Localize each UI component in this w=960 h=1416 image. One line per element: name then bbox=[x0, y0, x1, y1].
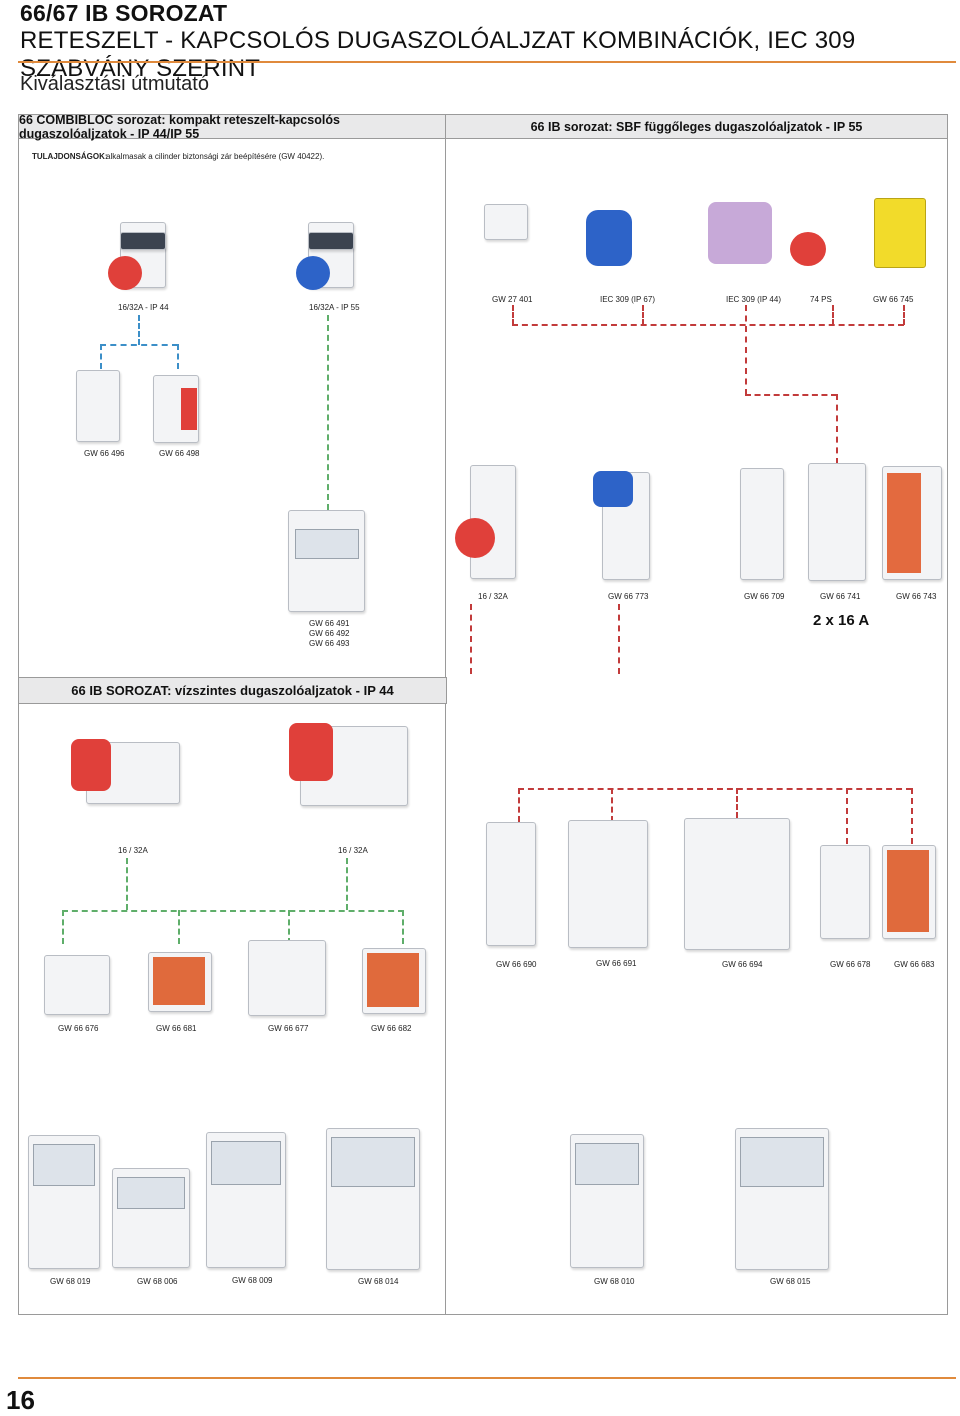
enclosure-code-3: GW 66 493 bbox=[309, 639, 350, 648]
header-rule bbox=[18, 61, 956, 63]
column-divider bbox=[445, 114, 446, 1314]
enclosure-code-1: GW 66 491 bbox=[309, 619, 350, 628]
gw27401-image bbox=[484, 204, 528, 240]
panel-5-label: GW 68 010 bbox=[594, 1277, 635, 1286]
socket-ip44-image bbox=[108, 222, 166, 294]
gw66677-image bbox=[248, 940, 326, 1016]
gw66709-image bbox=[740, 468, 784, 580]
right-box-3-label: GW 66 694 bbox=[722, 960, 763, 969]
props-label: TULAJDONSÁGOK: bbox=[32, 152, 108, 161]
mid-item-5: GW 66 743 bbox=[896, 592, 937, 601]
gw66743-image bbox=[882, 466, 942, 580]
right-box-4-label: GW 66 678 bbox=[830, 960, 871, 969]
section-left-title: 66 COMBIBLOC sorozat: kompakt reteszelt-… bbox=[18, 113, 447, 141]
gw68006-image bbox=[112, 1168, 190, 1268]
top-item-3: IEC 309 (IP 44) bbox=[726, 295, 781, 304]
top-item-5: GW 66 745 bbox=[873, 295, 914, 304]
bottom-socket-1-label: 16 / 32A bbox=[118, 846, 148, 855]
right-box-1-label: GW 66 690 bbox=[496, 960, 537, 969]
box-gw66498-image bbox=[153, 375, 199, 443]
gw68009-image bbox=[206, 1132, 286, 1268]
page-subtitle: RETESZELT - KAPCSOLÓS DUGASZOLÓALJZAT KO… bbox=[20, 27, 856, 82]
gw68010-image bbox=[570, 1134, 644, 1268]
gw68014-image bbox=[326, 1128, 420, 1270]
bottom-box-2-label: GW 66 681 bbox=[156, 1024, 197, 1033]
right-box-2-label: GW 66 691 bbox=[596, 959, 637, 968]
panel-3-label: GW 68 009 bbox=[232, 1276, 273, 1285]
iec309-ip67-image bbox=[580, 210, 640, 270]
section-right-title: 66 IB sorozat: SBF függőleges dugaszolóa… bbox=[445, 114, 948, 139]
top-item-4: 74 PS bbox=[810, 295, 832, 304]
gw66741-image bbox=[808, 463, 866, 581]
gw66676-image bbox=[44, 955, 110, 1015]
panel-6-label: GW 68 015 bbox=[770, 1277, 811, 1286]
enclosure-code-2: GW 66 492 bbox=[309, 629, 350, 638]
right-box-5-label: GW 66 683 bbox=[894, 960, 935, 969]
section-bottom-title: 66 IB SOROZAT: vízszintes dugaszolóaljza… bbox=[18, 677, 447, 704]
bottom-box-1-label: GW 66 676 bbox=[58, 1024, 99, 1033]
box-gw66496-image bbox=[76, 370, 120, 442]
rating-label: 2 x 16 A bbox=[813, 612, 870, 629]
iec309-ip44-image bbox=[704, 196, 780, 272]
series-title: 66/67 IB SOROZAT bbox=[20, 0, 228, 26]
gw68019-image bbox=[28, 1135, 100, 1269]
page-number: 16 bbox=[6, 1385, 35, 1415]
guide-title: Kiválasztási útmutató bbox=[20, 73, 209, 95]
gw66694-image bbox=[684, 818, 790, 950]
panel-4-label: GW 68 014 bbox=[358, 1277, 399, 1286]
top-item-1: GW 27 401 bbox=[492, 295, 533, 304]
gw66683-image bbox=[882, 845, 936, 939]
mid-item-3: GW 66 709 bbox=[744, 592, 785, 601]
socket-ip55-image bbox=[296, 222, 354, 294]
socket-16-32a-image bbox=[455, 465, 516, 579]
footer-rule bbox=[18, 1377, 956, 1379]
enclosure-image bbox=[288, 510, 365, 612]
gw66678-image bbox=[820, 845, 870, 939]
74ps-image bbox=[790, 226, 836, 272]
bottom-box-3-label: GW 66 677 bbox=[268, 1024, 309, 1033]
panel-2-label: GW 68 006 bbox=[137, 1277, 178, 1286]
gw66681-image bbox=[148, 952, 212, 1012]
horizontal-socket-1-image bbox=[71, 739, 180, 804]
props-text: alkalmasak a cilinder biztonsági zár beé… bbox=[106, 152, 325, 161]
gw66682-image bbox=[362, 948, 426, 1014]
mid-item-2: GW 66 773 bbox=[608, 592, 649, 601]
gw66745-image bbox=[872, 196, 928, 270]
panel-1-label: GW 68 019 bbox=[50, 1277, 91, 1286]
bottom-socket-2-label: 16 / 32A bbox=[338, 846, 368, 855]
top-item-2: IEC 309 (IP 67) bbox=[600, 295, 655, 304]
gw68015-image bbox=[735, 1128, 829, 1270]
gw66691-image bbox=[568, 820, 648, 948]
mid-item-1: 16 / 32A bbox=[478, 592, 508, 601]
gw66690-image bbox=[486, 822, 536, 946]
box-gw66496-label: GW 66 496 bbox=[84, 449, 125, 458]
box-gw66498-label: GW 66 498 bbox=[159, 449, 200, 458]
socket-ip44-label: 16/32A - IP 44 bbox=[118, 303, 169, 312]
mid-item-4: GW 66 741 bbox=[820, 592, 861, 601]
socket-ip55-label: 16/32A - IP 55 bbox=[309, 303, 360, 312]
gw66773-image bbox=[593, 471, 650, 580]
bottom-box-4-label: GW 66 682 bbox=[371, 1024, 412, 1033]
horizontal-socket-2-image bbox=[289, 723, 408, 806]
